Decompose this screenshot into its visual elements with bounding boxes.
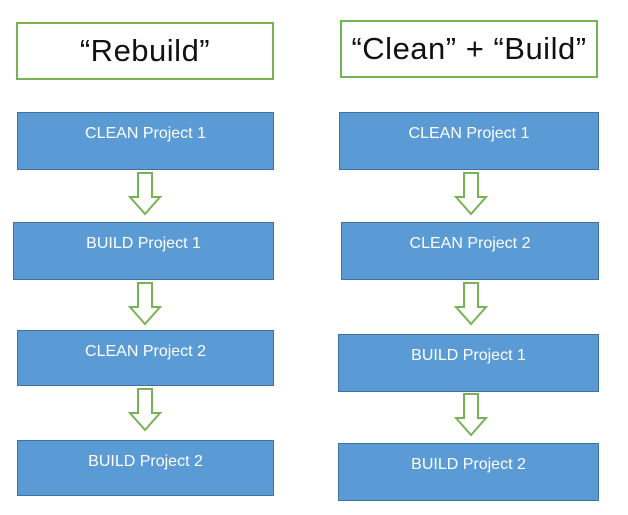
rebuild-step-2: BUILD Project 1 — [13, 222, 274, 280]
clean-build-title: “Clean” + “Build” — [340, 20, 598, 78]
down-arrow-icon — [454, 282, 488, 326]
rebuild-title: “Rebuild” — [16, 22, 274, 80]
down-arrow-icon — [454, 393, 488, 437]
clean-build-step-3: BUILD Project 1 — [338, 334, 599, 392]
rebuild-step-3: CLEAN Project 2 — [17, 330, 274, 386]
down-arrow-icon — [128, 282, 162, 326]
down-arrow-icon — [454, 172, 488, 216]
clean-build-step-4: BUILD Project 2 — [338, 443, 599, 501]
down-arrow-icon — [128, 388, 162, 432]
clean-build-step-1: CLEAN Project 1 — [339, 112, 599, 170]
clean-build-step-2: CLEAN Project 2 — [341, 222, 599, 280]
rebuild-step-4: BUILD Project 2 — [17, 440, 274, 496]
rebuild-step-1: CLEAN Project 1 — [17, 112, 274, 170]
down-arrow-icon — [128, 172, 162, 216]
